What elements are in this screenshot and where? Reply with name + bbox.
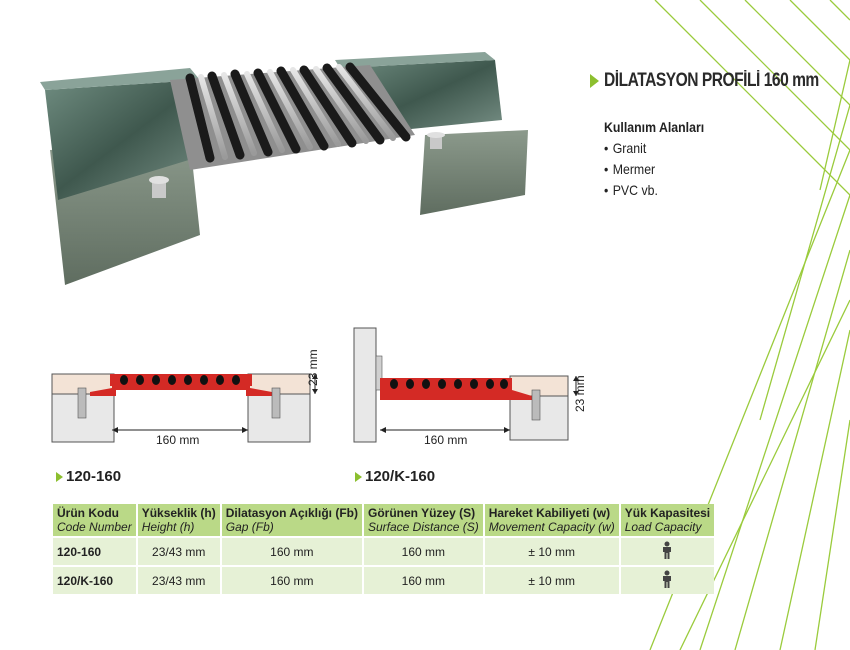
cell-gap: 160 mm xyxy=(220,565,364,594)
height-dimension-label: 23 mm xyxy=(306,349,320,386)
bullet-triangle-icon xyxy=(56,471,63,482)
gap-dimension-label: 160 mm xyxy=(156,433,200,447)
gap-dimension-label: 160 mm xyxy=(424,433,468,447)
bullet-triangle-icon xyxy=(590,74,599,88)
cell-movement: ± 10 mm xyxy=(483,565,621,594)
cell-code: 120/K-160 xyxy=(53,565,138,594)
column-header: Dilatasyon Açıklığı (Fb)Gap (Fb) xyxy=(220,504,364,537)
usage-list: Granit Mermer PVC vb. xyxy=(604,138,718,201)
column-header: Görünen Yüzey (S)Surface Distance (S) xyxy=(362,504,485,537)
usage-item: Mermer xyxy=(604,159,704,180)
column-header: Hareket Kabiliyeti (w)Movement Capacity … xyxy=(483,504,621,537)
cell-surface: 160 mm xyxy=(362,536,485,566)
cell-code: 120-160 xyxy=(53,536,138,566)
usage-areas: Kullanım Alanları Granit Mermer PVC vb. xyxy=(604,119,718,201)
cell-movement: ± 10 mm xyxy=(483,536,621,566)
table-row: 120/K-160 23/43 mm 160 mm 160 mm ± 10 mm xyxy=(53,565,715,594)
product-title: DİLATASYON PROFİLİ 160 mm xyxy=(604,70,819,91)
bullet-triangle-icon xyxy=(355,471,362,482)
usage-item: Granit xyxy=(604,138,704,159)
usage-item: PVC vb. xyxy=(604,180,704,201)
product-title-block: DİLATASYON PROFİLİ 160 mm xyxy=(590,70,850,92)
drawing-code: 120/K-160 xyxy=(365,468,436,485)
table-row: 120-160 23/43 mm 160 mm 160 mm ± 10 mm xyxy=(53,536,715,566)
technical-drawing-120-K-160 xyxy=(353,327,579,443)
usage-heading: Kullanım Alanları xyxy=(604,119,705,135)
cell-load xyxy=(619,565,715,594)
technical-drawing-120-160 xyxy=(51,373,318,443)
column-header: Yükseklik (h)Height (h) xyxy=(136,504,222,537)
person-icon xyxy=(663,570,672,588)
person-icon xyxy=(663,541,672,559)
drawing-code: 120-160 xyxy=(66,468,122,485)
cell-height: 23/43 mm xyxy=(136,536,222,566)
expansion-joint-render xyxy=(40,52,528,285)
drawing-code-label: 120/K-160 xyxy=(355,468,435,485)
cell-gap: 160 mm xyxy=(220,536,364,566)
drawing-code-label: 120-160 xyxy=(56,468,121,485)
cell-surface: 160 mm xyxy=(362,565,485,594)
height-dimension-label: 23 mm xyxy=(573,375,587,412)
cell-height: 23/43 mm xyxy=(136,565,222,594)
cell-load xyxy=(619,536,715,566)
